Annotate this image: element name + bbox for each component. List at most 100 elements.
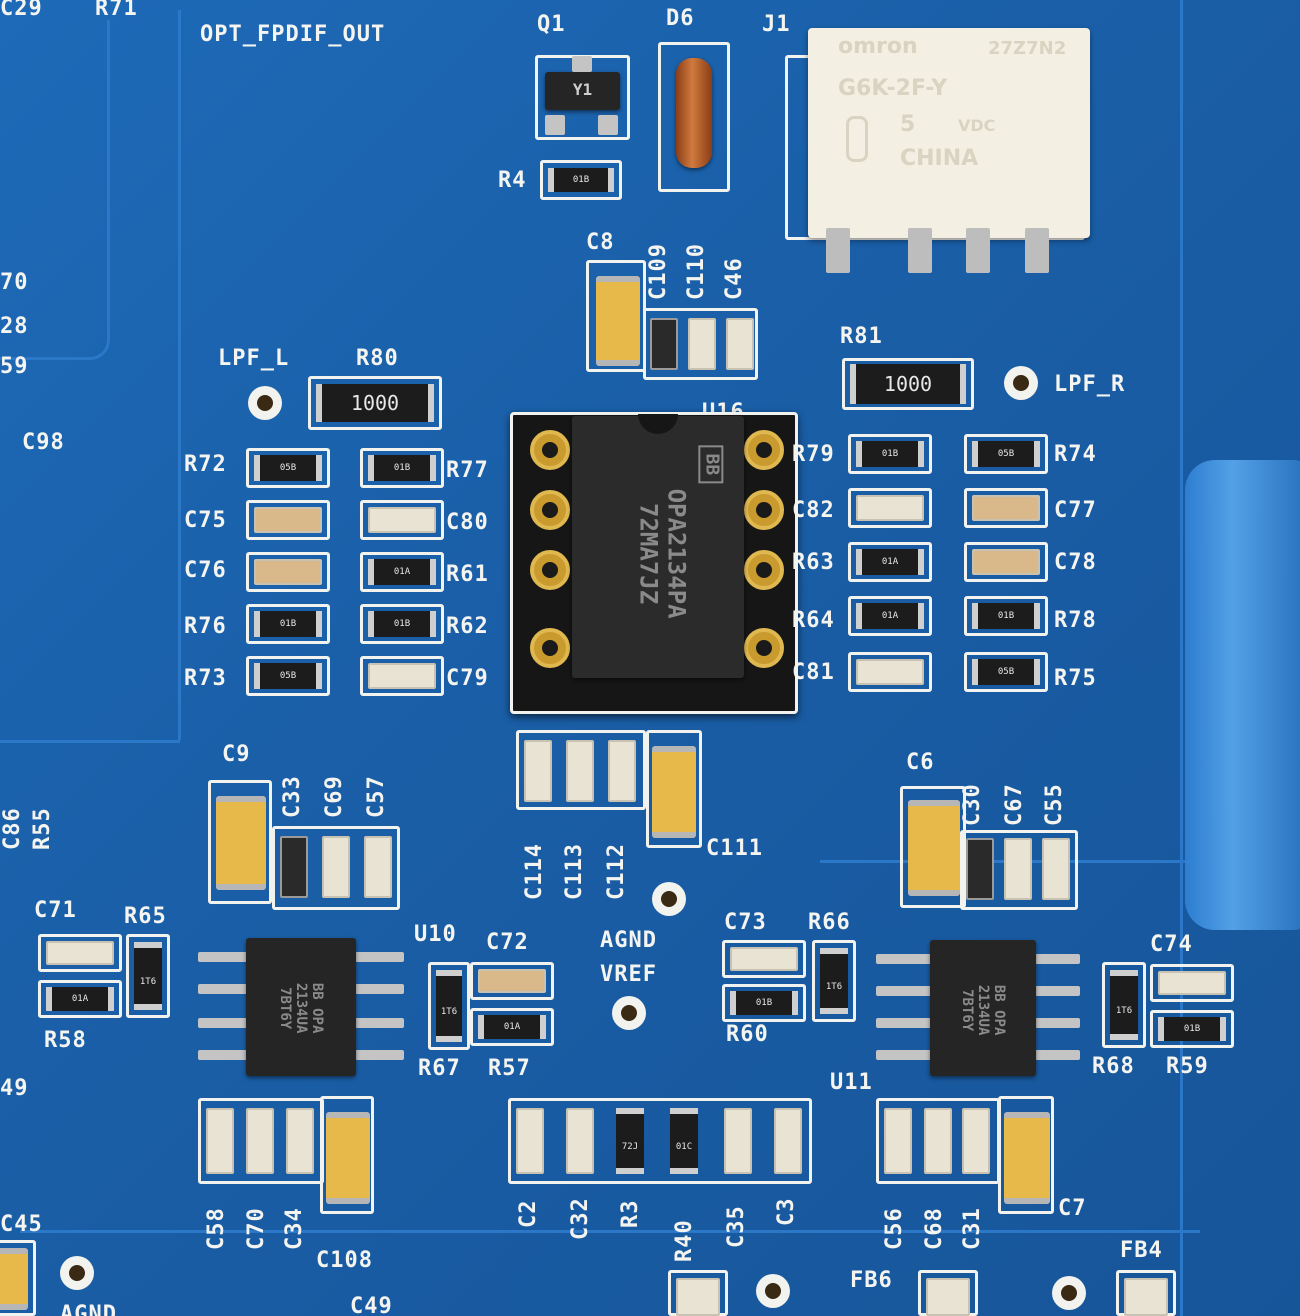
silk-c8: C8 xyxy=(586,230,615,255)
silk-c56: C56 xyxy=(882,1207,907,1250)
c75-outline xyxy=(246,500,330,540)
c9-tantalum xyxy=(216,796,266,890)
silk-r40: R40 xyxy=(672,1219,697,1262)
u10-pin xyxy=(198,952,250,962)
c9-outline xyxy=(208,780,272,904)
silk-c69: C69 xyxy=(322,775,347,818)
silk-c111: C111 xyxy=(706,836,763,861)
r78-outline xyxy=(964,596,1048,636)
silk-c110: C110 xyxy=(684,243,709,300)
silk-c33: C33 xyxy=(280,775,305,818)
silk-c35: C35 xyxy=(724,1205,749,1248)
silk-c108: C108 xyxy=(316,1248,373,1273)
c114-capacitor xyxy=(524,740,552,802)
c114-group-outline xyxy=(516,730,646,810)
chip-marking: OPA2134PA 72MA7JZ xyxy=(635,488,691,619)
r77-resistor: 01B xyxy=(368,455,436,481)
j1-relay: omron 27Z7N2 G6K-2F-Y 5 VDC CHINA xyxy=(808,28,1090,238)
u11-pin xyxy=(1030,954,1080,964)
c55-capacitor xyxy=(1042,838,1070,900)
relay-pin xyxy=(826,228,850,273)
c46-capacitor xyxy=(726,318,754,370)
silk-c113: C113 xyxy=(562,843,587,900)
c71-outline xyxy=(38,934,122,972)
c73-outline xyxy=(722,940,806,978)
dip-pin xyxy=(744,490,784,530)
c58-capacitor xyxy=(206,1108,234,1174)
c78-capacitor xyxy=(972,549,1040,575)
r65-outline xyxy=(126,934,170,1018)
c7-outline xyxy=(998,1096,1054,1214)
silk-r64: R64 xyxy=(792,608,835,633)
silk-u10: U10 xyxy=(414,922,457,947)
silk-r72: R72 xyxy=(184,452,227,477)
r40-resistor: 01C xyxy=(670,1108,698,1174)
center-testpoint xyxy=(652,882,686,916)
silk-c57: C57 xyxy=(364,775,389,818)
silk-r73: R73 xyxy=(184,666,227,691)
u11-opamp: BB OPA 2134UA 7BT6Y xyxy=(930,940,1036,1076)
r81-outline xyxy=(842,358,974,410)
q1-marking: Y1 xyxy=(572,80,593,99)
silk-c3: C3 xyxy=(774,1197,799,1227)
c79-capacitor xyxy=(368,663,436,689)
silk-c58: C58 xyxy=(204,1207,229,1250)
r4-outline xyxy=(540,160,622,200)
c31-capacitor xyxy=(962,1108,990,1174)
u11-marking: BB OPA 2134UA 7BT6Y xyxy=(958,984,1008,1036)
c82-outline xyxy=(848,488,932,528)
relay-model: G6K-2F-Y xyxy=(838,76,948,101)
silk-c81: C81 xyxy=(792,660,835,685)
c3-capacitor xyxy=(774,1108,802,1174)
r63-resistor: 01A xyxy=(856,549,924,575)
r79-resistor: 01B xyxy=(856,441,924,467)
silk-r81: R81 xyxy=(840,324,883,349)
silk-r57: R57 xyxy=(488,1056,531,1081)
c56-capacitor xyxy=(884,1108,912,1174)
silk-c98: C98 xyxy=(22,430,65,455)
u10-pin xyxy=(198,1050,250,1060)
u11-pin xyxy=(876,986,936,996)
u10-pin xyxy=(198,1018,250,1028)
r57-resistor: 01A xyxy=(478,1015,546,1039)
c71-capacitor xyxy=(46,941,114,965)
silk-c114: C114 xyxy=(522,843,547,900)
relay-code: 27Z7N2 xyxy=(988,38,1067,59)
c109-outline xyxy=(643,308,758,380)
r74-outline xyxy=(964,434,1048,474)
r60-outline xyxy=(722,984,806,1022)
silk-c45: C45 xyxy=(0,1212,43,1237)
silk-r61: R61 xyxy=(446,562,489,587)
r68-outline xyxy=(1102,962,1146,1048)
c111-tantalum xyxy=(652,746,696,838)
r73-resistor: 05B xyxy=(254,663,322,689)
c108-outline xyxy=(320,1096,374,1214)
c80-capacitor xyxy=(368,507,436,533)
relay-mark-oval xyxy=(846,116,868,162)
silk-r55: R55 xyxy=(30,807,55,850)
lpf-r-testpoint xyxy=(1004,366,1038,400)
r72-resistor: 05B xyxy=(254,455,322,481)
bottom-testpoint xyxy=(1052,1276,1086,1310)
c80-outline xyxy=(360,500,444,540)
dip-pin xyxy=(744,550,784,590)
r60-resistor: 01B xyxy=(730,991,798,1015)
silk-r65: R65 xyxy=(124,904,167,929)
silk-r74: R74 xyxy=(1054,442,1097,467)
dip-pin xyxy=(530,628,570,668)
silk-c31: C31 xyxy=(960,1207,985,1250)
r61-outline xyxy=(360,552,444,592)
silk-opt-out: OPT_FPDIF_OUT xyxy=(200,22,386,47)
fb4-bead xyxy=(1124,1278,1168,1316)
u11-pin xyxy=(876,1050,936,1060)
chip-notch xyxy=(638,414,678,434)
r75-resistor: 05B xyxy=(972,659,1040,685)
silk-c55: C55 xyxy=(1042,783,1067,826)
c79-outline xyxy=(360,656,444,696)
silk-c32: C32 xyxy=(568,1197,593,1240)
c57-capacitor xyxy=(364,836,392,898)
r59-outline xyxy=(1150,1010,1234,1048)
silk-r80: R80 xyxy=(356,346,399,371)
c32-capacitor xyxy=(566,1108,594,1174)
silk-d6: D6 xyxy=(666,6,695,31)
